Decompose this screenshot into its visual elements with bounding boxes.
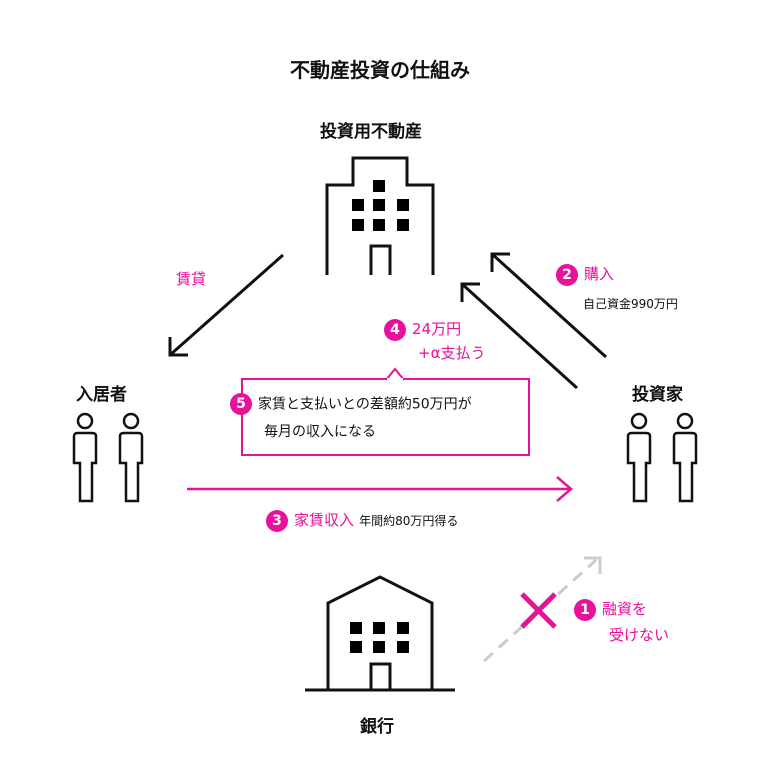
- step1-line2: 受けない: [609, 626, 670, 644]
- step-number: 1: [574, 598, 596, 621]
- step-number: 3: [266, 509, 288, 532]
- step-number: 5: [230, 393, 252, 415]
- tenant-label: 入居者: [76, 385, 127, 405]
- investor-person-icon: [626, 412, 652, 503]
- investor-label: 投資家: [632, 385, 683, 405]
- bank-door: [369, 662, 392, 690]
- bank-label: 銀行: [360, 717, 394, 737]
- step-number: 2: [556, 263, 578, 286]
- purchase-arrow-2: [460, 282, 579, 390]
- rent-label: 賃貸: [176, 270, 207, 288]
- cross-icon: [520, 592, 557, 629]
- property-building-icon: [325, 156, 435, 275]
- bank-building-icon: [326, 575, 434, 690]
- investor-person-icon: [672, 412, 698, 503]
- step5-callout: [241, 378, 530, 456]
- step4-line2: +α支払う: [418, 344, 486, 362]
- step2-label: 購入: [584, 265, 615, 283]
- loan-arrow-dashed: [482, 558, 598, 663]
- step3-label: 家賃収入: [294, 511, 355, 529]
- property-label: 投資用不動産: [320, 122, 422, 142]
- step5-line2: 毎月の収入になる: [264, 424, 376, 440]
- step1-line1: 融資を: [602, 600, 648, 618]
- step2: 2 購入: [556, 263, 614, 286]
- property-door: [369, 244, 392, 275]
- windows: [350, 180, 409, 653]
- step5-line1: 家賃と支払いとの差額約50万円が: [258, 396, 472, 413]
- purchase-arrow-1: [490, 252, 608, 359]
- tenant-person-icon: [72, 412, 98, 503]
- step3: 3 家賃収入 年間約80万円得る: [266, 509, 458, 532]
- step-number: 4: [384, 318, 406, 341]
- rent-arrow: [168, 253, 284, 357]
- step1: 1 融資を: [574, 598, 647, 621]
- step5: 5 家賃と支払いとの差額約50万円が: [230, 393, 472, 415]
- step2-note: 自己資金990万円: [583, 297, 678, 311]
- step4-line1: 24万円: [412, 320, 462, 338]
- page-title: 不動産投資の仕組み: [290, 58, 470, 82]
- step3-note: 年間約80万円得る: [359, 514, 459, 528]
- tenant-person-icon: [118, 412, 144, 503]
- rent-income-arrow: [187, 476, 573, 502]
- step4: 4 24万円: [384, 318, 461, 341]
